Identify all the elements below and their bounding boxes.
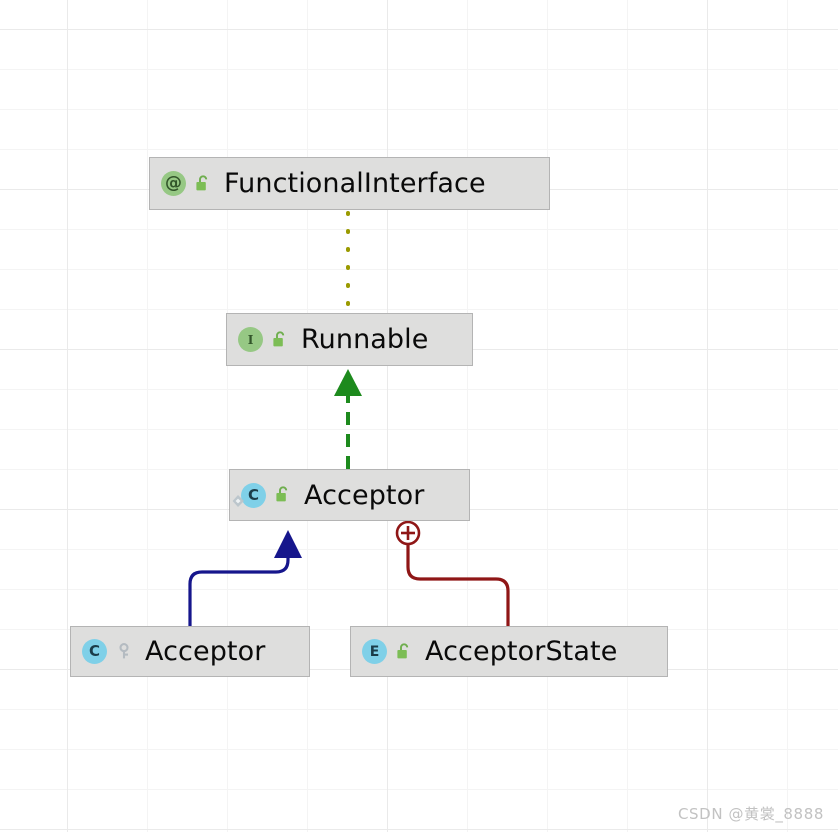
edge-realization-link — [334, 369, 362, 469]
key-icon — [115, 642, 132, 662]
uml-node-acceptor-class[interactable]: C Acceptor — [70, 626, 310, 677]
unlocked-padlock-icon — [271, 330, 288, 350]
edge-inner-class-link — [395, 520, 510, 626]
unlocked-padlock-icon — [274, 485, 291, 505]
uml-node-acceptor-state[interactable]: E AcceptorState — [350, 626, 668, 677]
unlocked-padlock-icon — [194, 174, 211, 194]
uml-node-runnable[interactable]: I Runnable — [226, 313, 473, 366]
uml-node-acceptor-abstract[interactable]: C Acceptor — [229, 469, 470, 521]
interface-icon: I — [238, 327, 263, 352]
uml-node-functional-interface[interactable]: @ FunctionalInterface — [149, 157, 550, 210]
abstract-class-icon: C — [232, 482, 266, 508]
enum-icon: E — [362, 639, 387, 664]
uml-node-label: Runnable — [301, 324, 429, 355]
uml-node-label: Acceptor — [145, 636, 266, 667]
uml-node-label: AcceptorState — [425, 636, 618, 667]
edge-generalization-link — [188, 530, 302, 626]
uml-node-label: Acceptor — [304, 479, 425, 511]
abstract-marker-icon — [232, 494, 244, 507]
annotation-icon: @ — [161, 171, 186, 196]
watermark-text: CSDN @黄裳_8888 — [677, 805, 824, 823]
uml-node-label: FunctionalInterface — [224, 168, 486, 199]
unlocked-padlock-icon — [395, 642, 412, 662]
class-icon: C — [82, 639, 107, 664]
